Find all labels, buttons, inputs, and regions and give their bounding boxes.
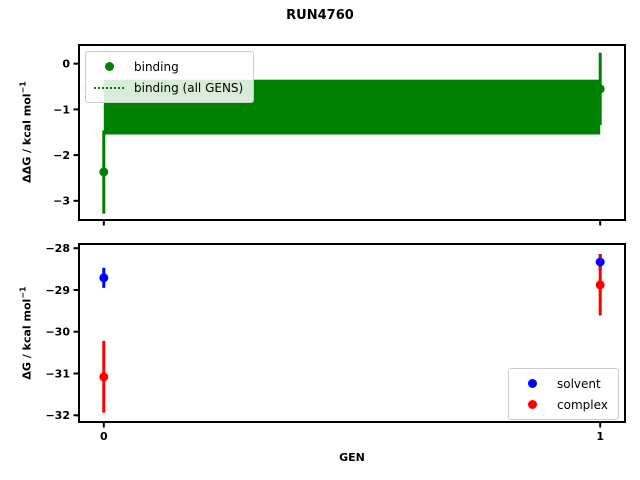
y-axis-label-top-text: ΔΔG / kcal mol	[20, 93, 34, 183]
legend-label-complex: complex	[557, 397, 608, 412]
svg-text:0: 0	[100, 430, 108, 443]
solvent-dot-icon	[527, 379, 537, 388]
binding-dot-icon	[104, 62, 114, 71]
legend-dg: solvent complex	[508, 368, 619, 420]
binding-marker-icon	[94, 62, 124, 71]
y-axis-label-bottom: ΔG / kcal mol−1	[19, 286, 34, 379]
svg-text:−1: −1	[53, 103, 70, 116]
dotted-line-icon	[94, 86, 124, 89]
svg-text:0: 0	[62, 58, 70, 71]
chart-title: RUN4760	[286, 8, 354, 23]
legend-entry-solvent: solvent	[517, 373, 608, 394]
legend-entry-binding: binding	[94, 56, 243, 77]
legend-label-binding: binding	[134, 59, 179, 74]
complex-marker-icon	[517, 400, 547, 409]
y-axis-label-bottom-sup: −1	[18, 286, 28, 299]
y-axis-label-top: ΔΔG / kcal mol−1	[19, 81, 34, 183]
svg-text:−3: −3	[53, 195, 70, 208]
svg-text:−32: −32	[45, 409, 70, 422]
legend-label-solvent: solvent	[557, 376, 601, 391]
svg-text:−28: −28	[45, 242, 70, 255]
svg-text:−31: −31	[45, 367, 70, 380]
svg-text:−29: −29	[45, 284, 70, 297]
complex-dot-icon	[527, 400, 537, 409]
legend-entry-complex: complex	[517, 394, 608, 415]
svg-text:−2: −2	[53, 149, 70, 162]
solvent-marker-icon	[517, 379, 547, 388]
binding-all-gens-marker-icon	[94, 86, 124, 89]
svg-text:−30: −30	[45, 326, 70, 339]
y-axis-label-bottom-text: ΔG / kcal mol	[20, 298, 34, 380]
legend-label-binding-all-gens: binding (all GENS)	[134, 80, 244, 95]
x-axis-label: GEN	[339, 451, 365, 464]
y-axis-label-top-sup: −1	[18, 81, 28, 94]
legend-entry-binding-all-gens: binding (all GENS)	[94, 77, 243, 98]
legend-binding: binding binding (all GENS)	[85, 51, 255, 103]
svg-text:1: 1	[596, 430, 604, 443]
